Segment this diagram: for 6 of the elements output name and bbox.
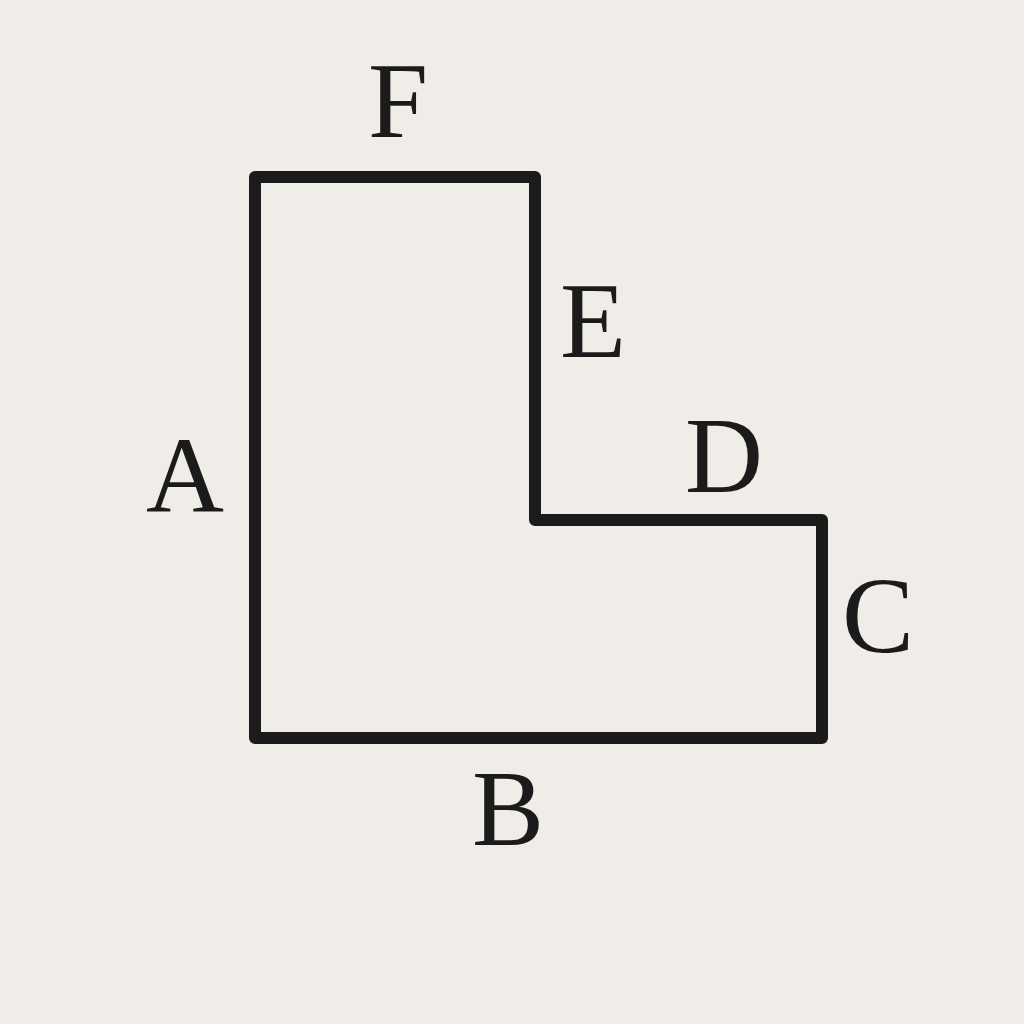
side-label: E	[560, 266, 626, 375]
side-label: D	[685, 401, 763, 510]
side-label: A	[146, 421, 224, 530]
side-label: B	[472, 754, 545, 863]
side-label: C	[842, 561, 915, 670]
side-label: F	[368, 46, 429, 155]
